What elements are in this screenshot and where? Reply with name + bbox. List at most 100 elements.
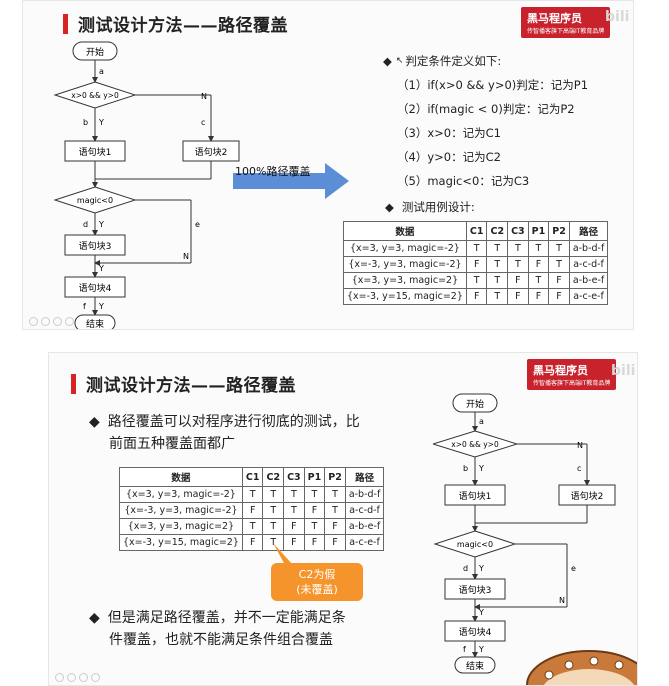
diamond-bullet-icon: ◆ <box>383 54 392 68</box>
table-cell: {x=3, y=3, magic=-2} <box>344 241 467 257</box>
flow-block1-label: 语句块1 <box>459 490 492 502</box>
slide-menu-button[interactable] <box>41 317 50 326</box>
flow-cond1-label: x>0 && y>0 <box>71 91 119 100</box>
title-accent-bar <box>63 14 68 34</box>
flowchart-1: 开始 a x>0 && y>0 N c b Y 语句块1 语句块2 magic<… <box>53 37 253 330</box>
bilibili-watermark: bili <box>605 9 629 25</box>
zoom-button[interactable] <box>79 673 88 682</box>
table-cell: T <box>304 487 325 503</box>
next-slide-button[interactable] <box>91 673 100 682</box>
table-cell: a-b-e-f <box>569 273 608 289</box>
edge-e-label: e <box>195 220 200 229</box>
edge-a-label: a <box>99 67 104 76</box>
n1-label: N <box>201 92 207 101</box>
slide-2-page-controls[interactable] <box>55 673 100 682</box>
callout-line-2: (未覆盖) <box>277 582 357 597</box>
table-cell: F <box>508 273 529 289</box>
definition-item: （4）y>0：记为C2 <box>397 149 588 165</box>
table-header-cell: C3 <box>284 468 305 487</box>
flow-block4-label: 语句块4 <box>459 626 492 638</box>
flow-end-label: 结束 <box>466 660 484 672</box>
cursor-icon: ↖ <box>396 56 404 66</box>
y1-label: Y <box>98 118 104 127</box>
flow-cond2-label: magic<0 <box>77 196 113 205</box>
bullet-2-line-2: 件覆盖，也就不能满足条件组合覆盖 <box>89 629 419 651</box>
table-cell: a-c-e-f <box>569 289 608 305</box>
table-cell: T <box>284 503 305 519</box>
edge-f-label: f <box>83 302 86 311</box>
definition-item: （5）magic<0：记为C3 <box>397 173 588 189</box>
table-cell: a-b-d-f <box>569 241 608 257</box>
mascot-illustration <box>519 635 638 686</box>
table-cell: F <box>466 289 487 305</box>
y4-label: Y <box>98 302 104 311</box>
table-cell: T <box>466 273 487 289</box>
coverage-arrow-label: 100%路径覆盖 <box>235 163 310 179</box>
table-cell: F <box>466 257 487 273</box>
slide-menu-button[interactable] <box>67 673 76 682</box>
table-cell: a-c-d-f <box>569 257 608 273</box>
flow-block1-label: 语句块1 <box>79 146 112 158</box>
edge-c-label: c <box>577 464 581 473</box>
y3-label: Y <box>478 608 484 617</box>
table-header-cell: P2 <box>325 468 346 487</box>
n2-label: N <box>183 252 189 261</box>
slide-2-title-row: 测试设计方法——路径覆盖 <box>71 371 296 396</box>
slide-1-title: 测试设计方法——路径覆盖 <box>78 11 288 36</box>
next-slide-button[interactable] <box>65 317 74 326</box>
table-cell: {x=3, y=3, magic=-2} <box>120 487 243 503</box>
table-cell: F <box>304 503 325 519</box>
table-header-cell: C2 <box>263 468 284 487</box>
slide-1-page-controls[interactable] <box>29 317 74 326</box>
table-header-cell: 数据 <box>344 222 467 241</box>
flow-block3-label: 语句块3 <box>79 240 112 252</box>
table-row: {x=-3, y=15, magic=2} F T F F F a-c-e-f <box>120 535 384 551</box>
title-accent-bar <box>71 374 76 394</box>
table-header-cell: P1 <box>304 468 325 487</box>
n2-label: N <box>559 596 565 605</box>
table-cell: T <box>528 273 549 289</box>
c2-false-callout: C2为假 (未覆盖) <box>271 563 363 601</box>
table-header-cell: P2 <box>549 222 570 241</box>
cases-header: ◆ 测试用例设计: <box>385 199 475 215</box>
table-cell: T <box>487 241 508 257</box>
callout-pointer-shape <box>273 543 293 565</box>
table-cell: T <box>508 241 529 257</box>
definition-list: ◆ ↖ 判定条件定义如下: （1）if(x>0 && y>0)判定：记为P1 （… <box>383 53 588 197</box>
prev-slide-button[interactable] <box>29 317 38 326</box>
callout-pointer <box>259 543 299 565</box>
table-cell: T <box>284 487 305 503</box>
table-cell: T <box>528 241 549 257</box>
edge-f-label: f <box>463 645 466 654</box>
table-header-row: 数据 C1 C2 C3 P1 P2 路径 <box>344 222 608 241</box>
definition-item: （1）if(x>0 && y>0)判定：记为P1 <box>397 77 588 93</box>
table-cell: F <box>549 289 570 305</box>
bullet-1-line-2: 前面五种覆盖面都广 <box>89 433 429 455</box>
table-cell: T <box>263 487 284 503</box>
definition-item: （3）x>0：记为C1 <box>397 125 588 141</box>
logo-main-text: 黑马程序员 <box>527 10 604 26</box>
flow-block3-label: 语句块3 <box>459 584 492 596</box>
prev-slide-button[interactable] <box>55 673 64 682</box>
test-case-table-2: 数据 C1 C2 C3 P1 P2 路径 {x=3, y=3, magic=-2… <box>119 467 384 551</box>
diamond-bullet-icon: ◆ <box>385 200 394 214</box>
y1-label: Y <box>478 464 484 473</box>
flow-block2-label: 语句块2 <box>571 490 604 502</box>
slide-1: 测试设计方法——路径覆盖 黑马程序员 传智播客旗下高端IT教育品牌 bili 开… <box>22 0 634 330</box>
table-cell: {x=3, y=3, magic=2} <box>120 519 243 535</box>
diamond-bullet-icon: ◆ <box>89 411 100 433</box>
table-cell: a-c-d-f <box>345 503 384 519</box>
table-row: {x=-3, y=3, magic=-2} F T T F T a-c-d-f <box>344 257 608 273</box>
table-cell: T <box>549 241 570 257</box>
table-cell: F <box>528 257 549 273</box>
table-cell: {x=-3, y=3, magic=-2} <box>120 503 243 519</box>
bullet-2: ◆但是满足路径覆盖，并不一定能满足条 件覆盖，也就不能满足条件组合覆盖 <box>89 607 419 651</box>
table-row: {x=-3, y=3, magic=-2} F T T F T a-c-d-f <box>120 503 384 519</box>
flow-start-label: 开始 <box>86 46 104 58</box>
table-cell: F <box>284 519 305 535</box>
table-cell: T <box>508 257 529 273</box>
table-header-cell: C1 <box>466 222 487 241</box>
table-header-cell: 数据 <box>120 468 243 487</box>
zoom-button[interactable] <box>53 317 62 326</box>
table-cell: F <box>549 273 570 289</box>
